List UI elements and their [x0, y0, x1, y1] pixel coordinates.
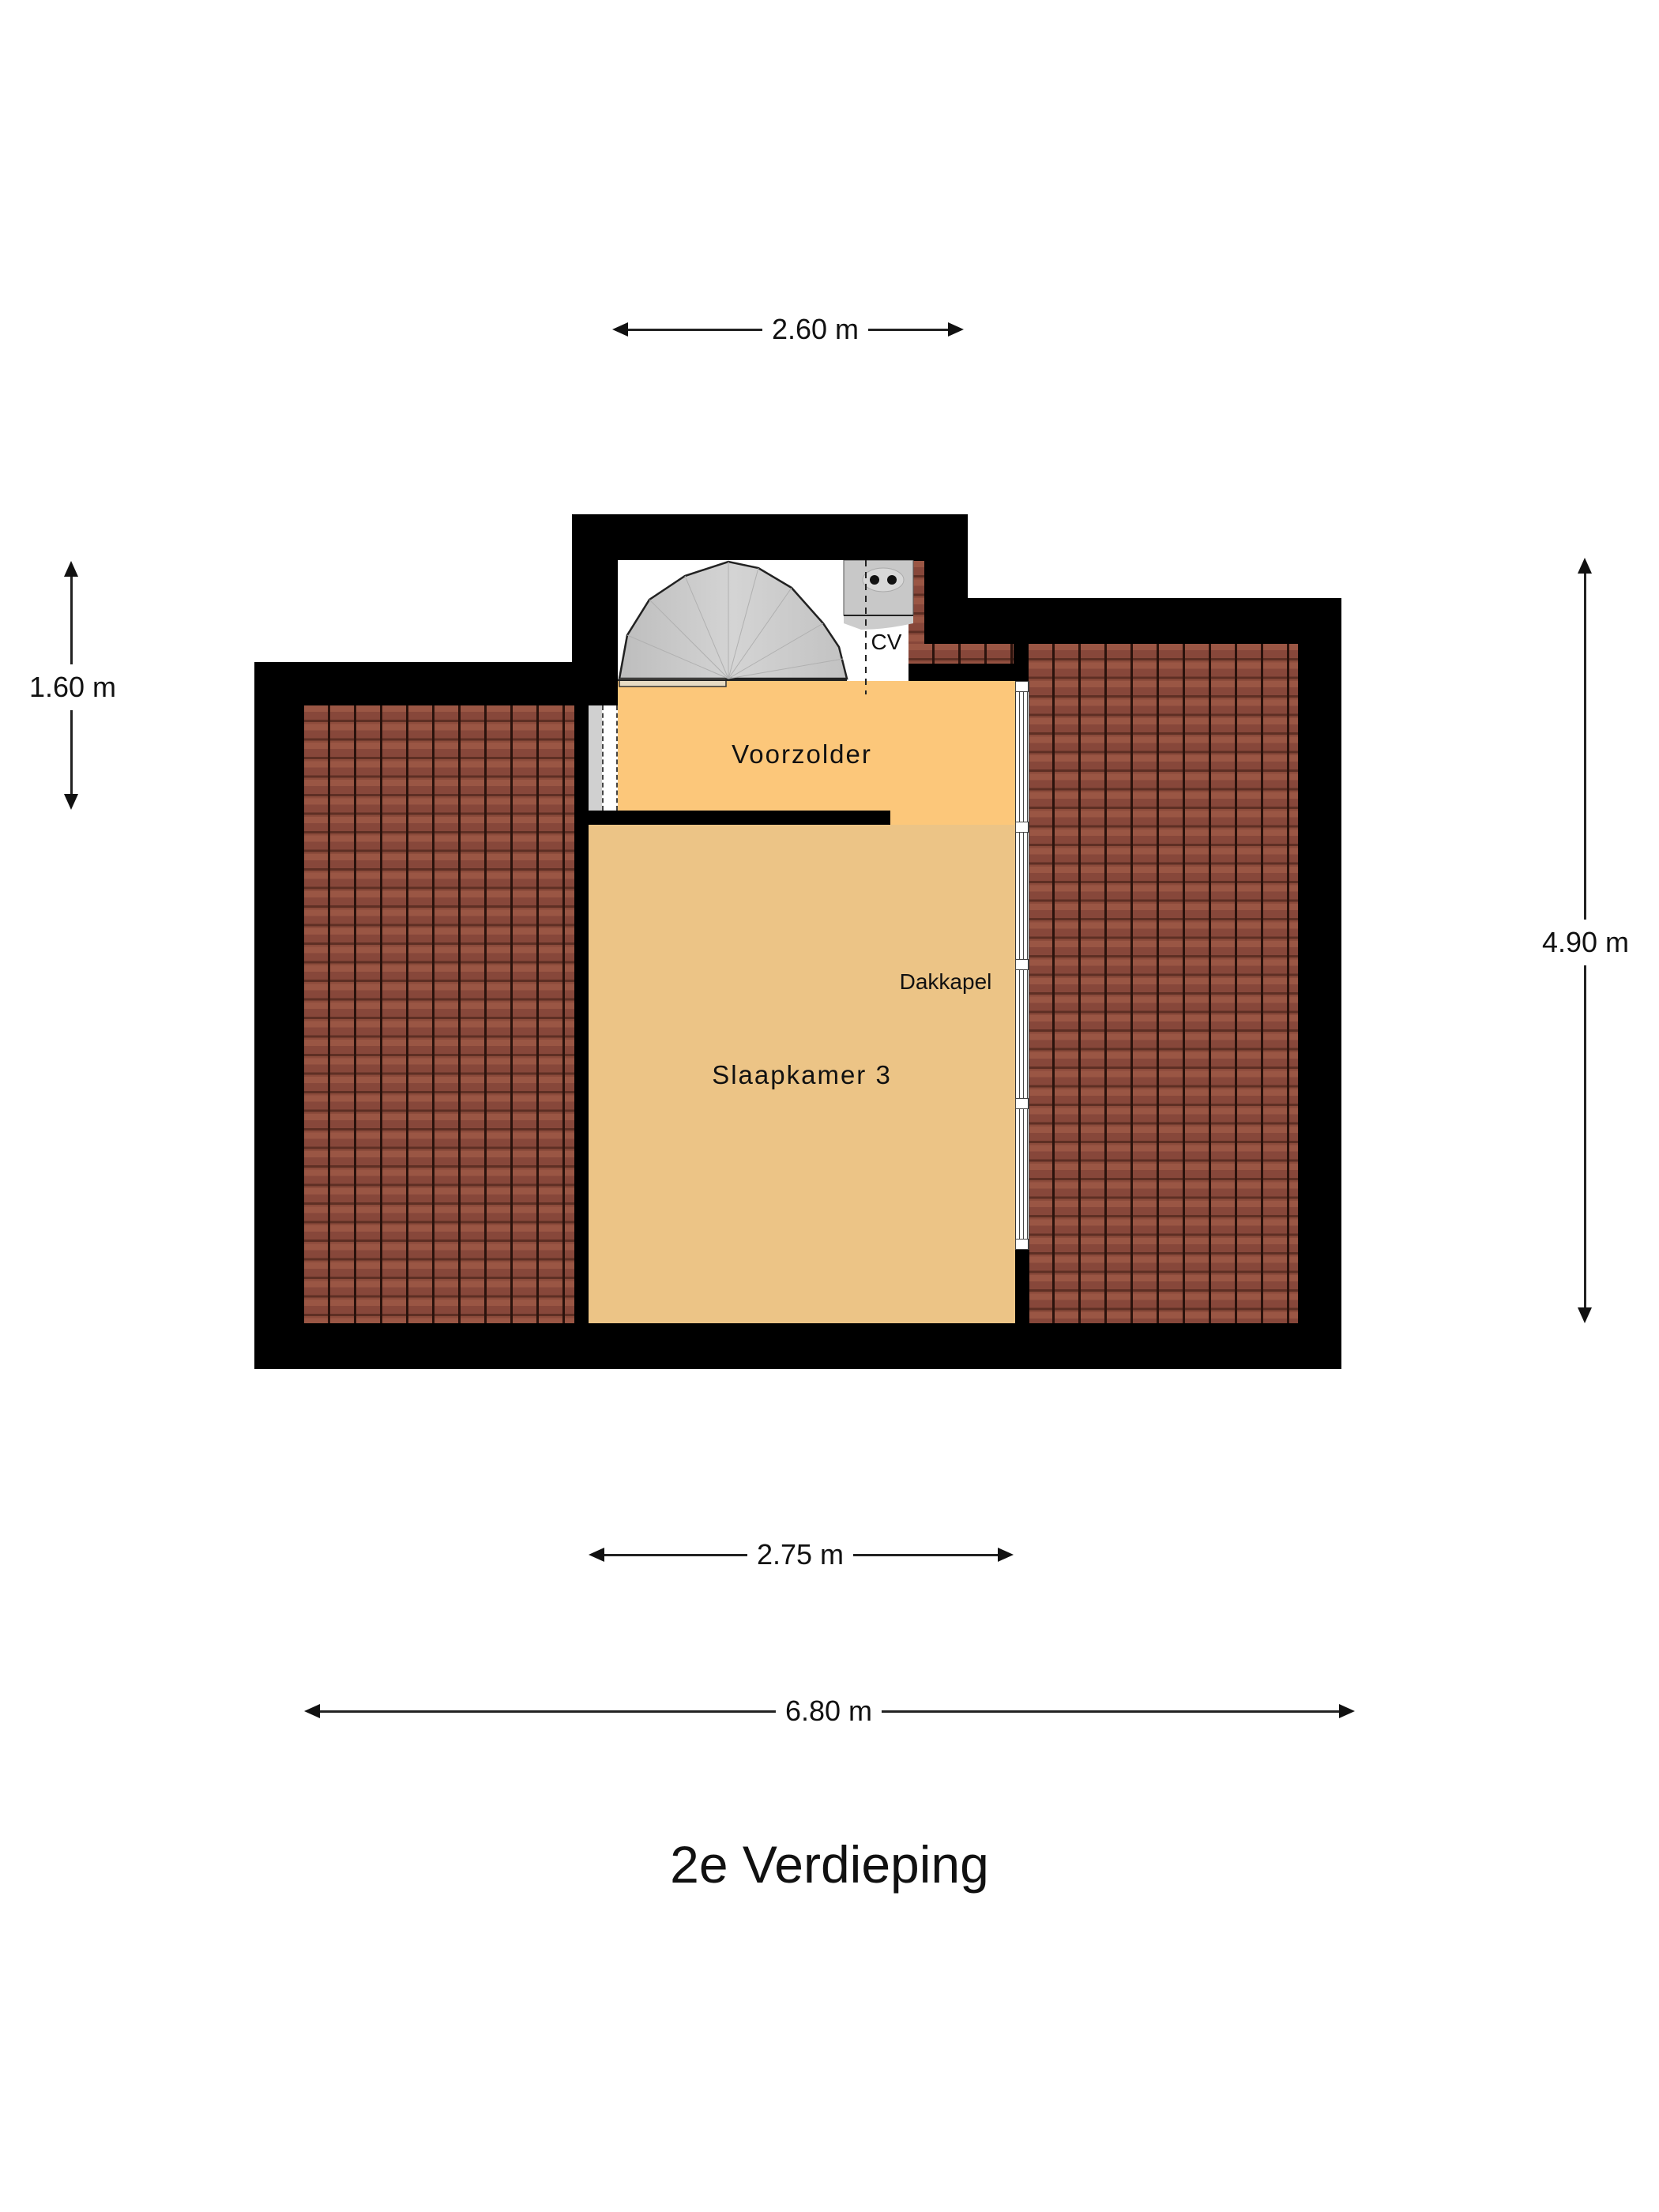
- arrow-right-icon: [948, 322, 964, 337]
- dimension-label-right: 4.90 m: [1538, 920, 1633, 965]
- window-mullion: [1015, 1098, 1029, 1109]
- knee-wall-gray: [589, 705, 602, 811]
- cv-boiler-icon: [843, 560, 914, 694]
- window-mullion: [1015, 822, 1029, 833]
- window-mullion: [1015, 1239, 1029, 1250]
- cv-label: CV: [871, 630, 902, 654]
- interior-wall-horizontal: [574, 811, 890, 825]
- arrow-left-icon: [589, 1548, 604, 1562]
- roof-tiles-cv-strip: [908, 644, 1014, 664]
- wall-bottom: [254, 1323, 1341, 1369]
- room-label-voorzolder: Voorzolder: [732, 739, 872, 769]
- arrow-left-icon: [304, 1704, 320, 1718]
- window-mullion: [1015, 959, 1029, 970]
- arrow-right-icon: [998, 1548, 1014, 1562]
- slaapkamer-floor-ext: [889, 827, 1015, 835]
- arrow-up-icon: [1578, 558, 1592, 574]
- arrow-down-icon: [1578, 1307, 1592, 1323]
- spiral-staircase-icon: [618, 560, 848, 687]
- roof-tiles-right: [1029, 644, 1298, 1323]
- arrow-down-icon: [64, 794, 78, 810]
- floor-title: 2e Verdieping: [670, 1835, 989, 1894]
- interior-wall-right-lower: [1015, 1250, 1029, 1325]
- window-mullion: [1015, 681, 1029, 692]
- arrow-up-icon: [64, 561, 78, 577]
- dimension-label-bottom-inner: 2.75 m: [747, 1538, 854, 1571]
- voorzolder-floor-right: [885, 681, 1015, 827]
- arrow-right-icon: [1339, 1704, 1355, 1718]
- knee-wall-white: [602, 705, 618, 811]
- dakkapel-label: Dakkapel: [899, 969, 992, 994]
- dimension-label-left: 1.60 m: [24, 664, 122, 710]
- room-label-slaapkamer-3: Slaapkamer 3: [712, 1060, 892, 1089]
- slaapkamer-floor: [589, 825, 1015, 1323]
- dimension-label-top: 2.60 m: [762, 313, 869, 346]
- dimension-label-bottom-total: 6.80 m: [775, 1695, 882, 1728]
- roof-tiles-left: [304, 705, 574, 1323]
- arrow-left-icon: [612, 322, 628, 337]
